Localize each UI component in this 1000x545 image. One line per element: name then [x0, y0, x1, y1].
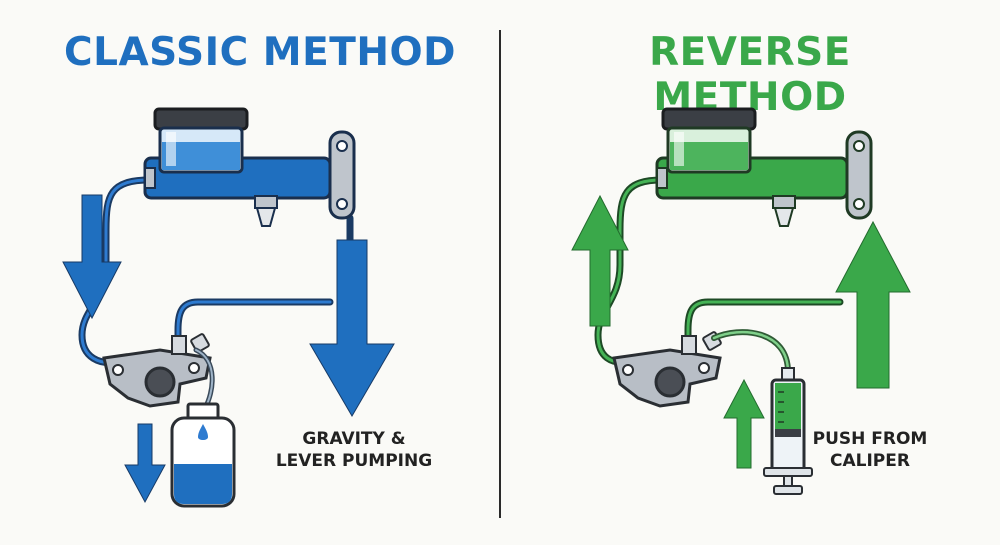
reverse-flow-arrow-large	[835, 220, 911, 389]
classic-flow-arrow-small	[124, 423, 166, 504]
reverse-caption: PUSH FROM CALIPER	[800, 428, 940, 472]
classic-method-title: CLASSIC METHOD	[63, 30, 456, 75]
reverse-flow-arrow-left	[571, 194, 629, 327]
classic-caliper	[102, 333, 212, 408]
reverse-lever-mount	[845, 130, 873, 220]
panel-divider	[499, 30, 501, 518]
reverse-caption-line1: PUSH FROM	[812, 429, 928, 449]
classic-panel	[62, 107, 395, 508]
classic-catch-bottle	[170, 402, 236, 508]
classic-lever-mount	[328, 130, 356, 220]
classic-brake-hose-right	[174, 214, 354, 346]
reverse-caliper	[612, 331, 722, 408]
reverse-caption-line2: CALIPER	[830, 451, 910, 471]
reverse-syringe	[763, 367, 813, 495]
reverse-syringe-tube	[711, 329, 791, 375]
reverse-panel	[571, 107, 911, 495]
classic-reservoir-cap	[153, 107, 249, 131]
classic-flow-arrow-left	[62, 194, 122, 320]
reverse-method-title: REVERSE METHOD	[649, 30, 851, 120]
classic-flow-arrow-large	[309, 239, 395, 417]
classic-caption-line2: LEVER PUMPING	[275, 451, 433, 471]
classic-caption-line1: GRAVITY &	[302, 429, 406, 449]
classic-caption: GRAVITY & LEVER PUMPING	[268, 428, 440, 472]
reverse-reservoir-cap	[661, 107, 757, 131]
reverse-flow-arrow-small	[723, 378, 765, 469]
